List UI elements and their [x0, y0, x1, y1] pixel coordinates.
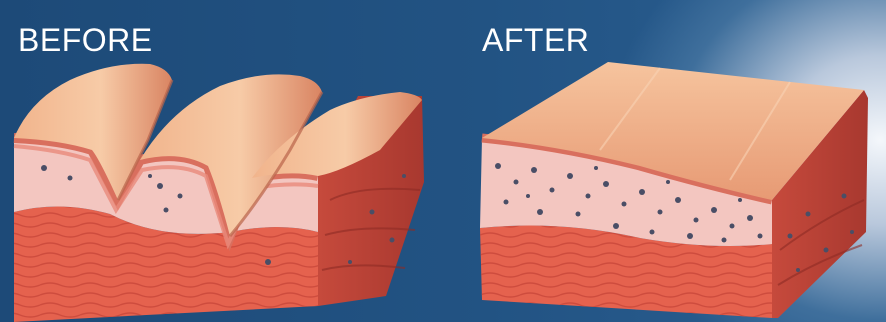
after-label: AFTER [482, 22, 589, 59]
after-skin-block [480, 62, 868, 318]
before-skin-block [14, 64, 424, 322]
before-label: BEFORE [18, 22, 153, 59]
